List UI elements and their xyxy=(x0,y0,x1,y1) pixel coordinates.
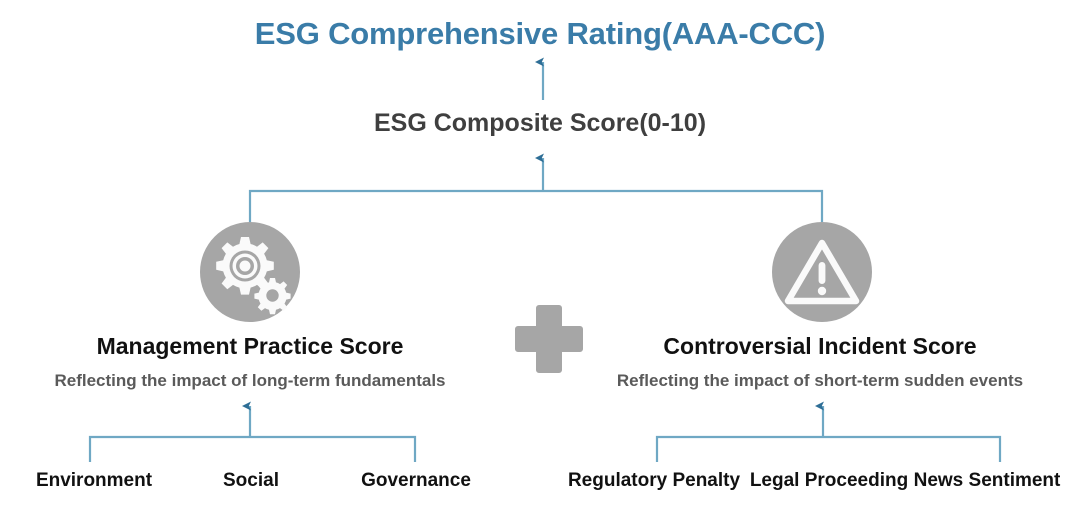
top-bracket xyxy=(248,189,824,222)
leaf-news-sentiment: News Sentiment xyxy=(913,470,1061,491)
plus-operator-icon xyxy=(513,303,585,375)
warning-triangle-icon xyxy=(772,222,872,322)
page-title: ESG Comprehensive Rating(AAA-CCC) xyxy=(254,16,826,51)
branch-title-controversial-incident: Controversial Incident Score xyxy=(663,333,977,359)
gears-icon xyxy=(200,222,300,322)
branch-subtitle-controversial-incident: Reflecting the impact of short-term sudd… xyxy=(616,371,1024,390)
composite-score-label: ESG Composite Score(0-10) xyxy=(373,109,707,137)
leaf-legal-proceeding: Legal Proceeding xyxy=(749,470,909,491)
right-leaf-bracket xyxy=(655,435,1002,462)
leaf-environment: Environment xyxy=(35,470,153,491)
branch-subtitle-management-practice: Reflecting the impact of long-term funda… xyxy=(54,371,446,390)
branch-title-management-practice: Management Practice Score xyxy=(96,333,404,359)
left-leaf-bracket xyxy=(88,435,417,462)
leaf-regulatory-penalty: Regulatory Penalty xyxy=(567,470,741,491)
leaf-governance: Governance xyxy=(361,470,471,491)
leaf-social: Social xyxy=(223,470,279,491)
